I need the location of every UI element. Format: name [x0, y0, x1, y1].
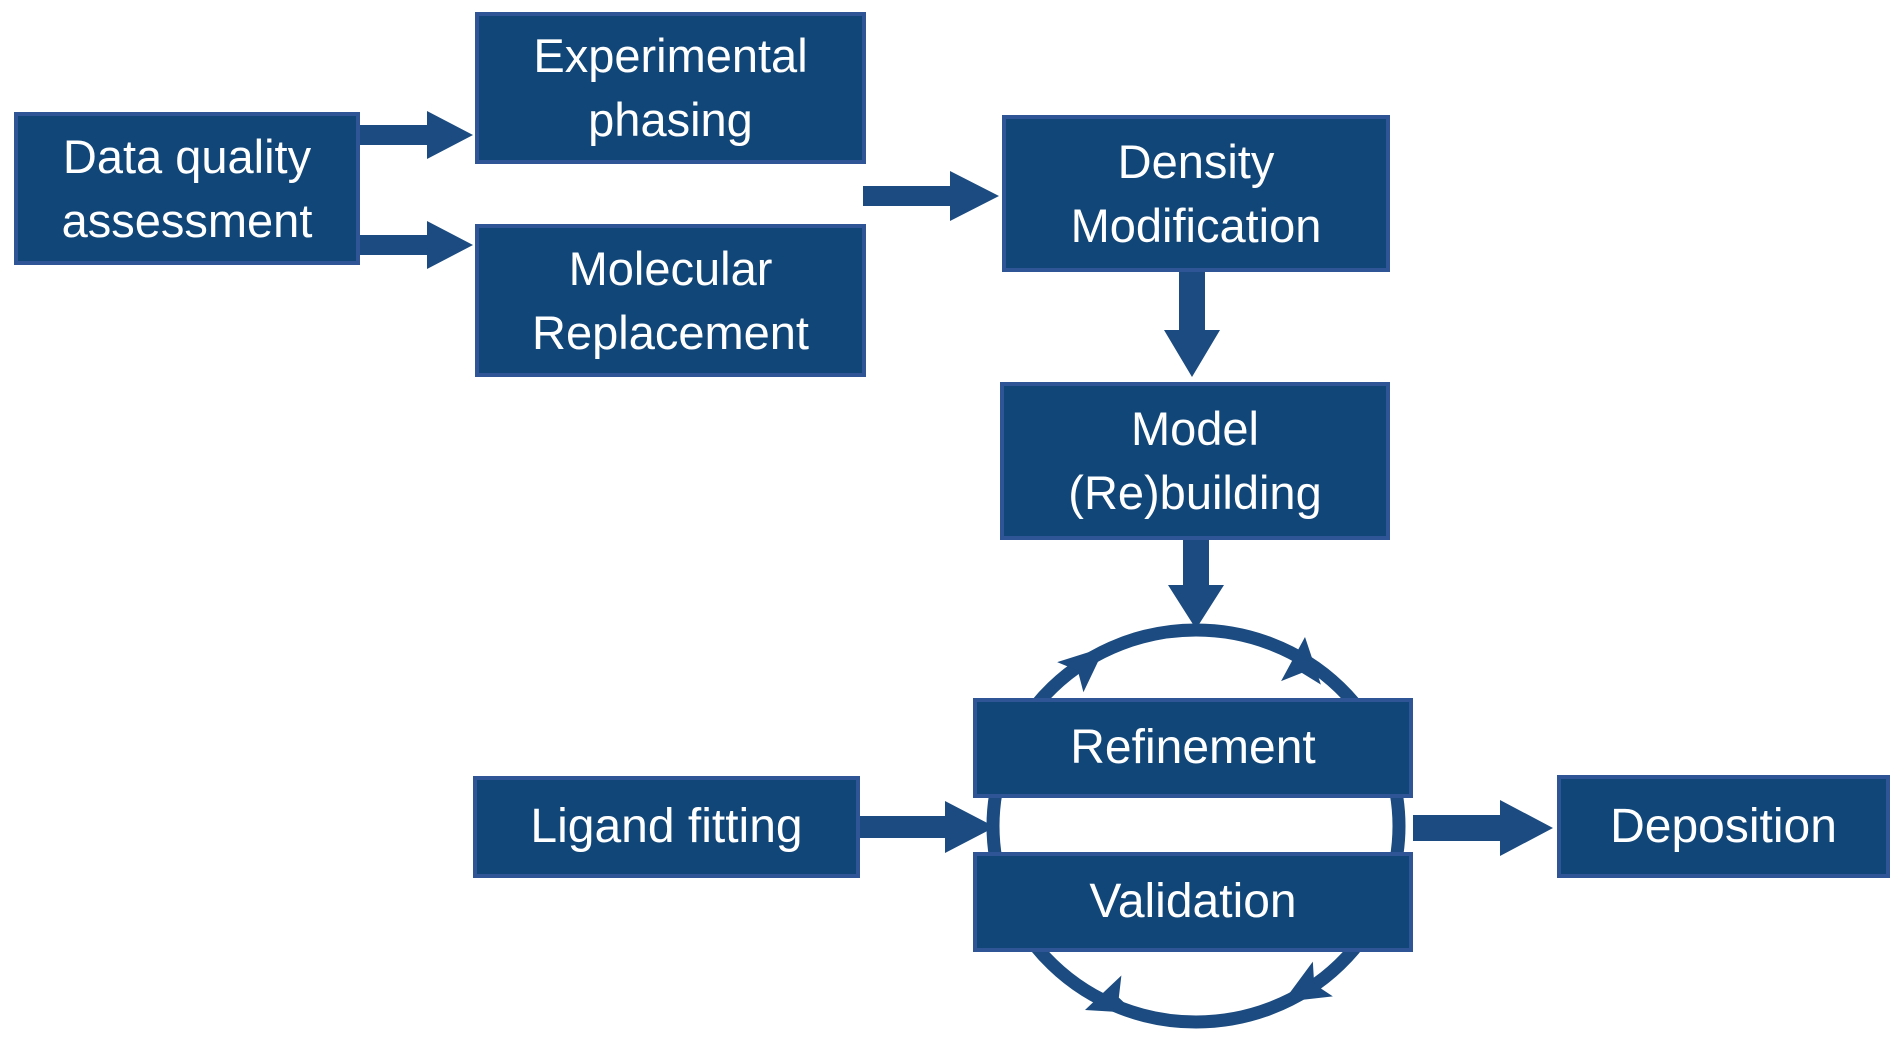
arrow-dataquality-to-experimental-icon [360, 111, 473, 159]
node-density-modification: Density Modification [1002, 115, 1390, 272]
node-model-rebuilding: Model (Re)building [1000, 382, 1390, 540]
arrow-dataquality-to-molecular-icon [360, 221, 473, 269]
node-label: Validation [1089, 875, 1297, 929]
node-ligand-fitting: Ligand fitting [473, 776, 860, 878]
arrow-cycle-to-deposition-icon [1413, 800, 1553, 856]
node-label: (Re)building [1068, 466, 1322, 519]
node-label: phasing [588, 93, 753, 146]
node-deposition: Deposition [1557, 775, 1890, 878]
node-label: Data quality [62, 129, 312, 183]
node-data-quality-assessment: Data quality assessment [14, 112, 360, 265]
node-validation: Validation [973, 852, 1413, 952]
node-label: Experimental [533, 29, 808, 83]
node-label: Replacement [532, 305, 809, 359]
cycle-arrowhead-top-right-icon [1281, 637, 1321, 685]
node-label: Refinement [1070, 721, 1316, 775]
node-label: Modification [1070, 198, 1322, 252]
cycle-arrowhead-bottom-right-icon [1283, 961, 1333, 1002]
arrow-density-to-model-icon [1164, 272, 1220, 377]
node-label: assessment [61, 193, 313, 247]
node-label: Model [1130, 402, 1259, 456]
arrow-ligand-to-cycle-icon [860, 801, 995, 853]
node-label: Density [1117, 134, 1275, 188]
cycle-circle-icon [986, 623, 1406, 1029]
node-label: Ligand fitting [530, 800, 803, 854]
node-label: Deposition [1610, 799, 1837, 853]
cycle-arrowhead-bottom-left-icon [1085, 975, 1136, 1014]
node-molecular-replacement: Molecular Replacement [475, 224, 866, 377]
arrow-phasing-to-density-icon [863, 171, 999, 221]
node-label: Molecular [568, 241, 773, 295]
cycle-arrowhead-top-left-icon [1057, 647, 1105, 693]
node-experimental-phasing: Experimental phasing [475, 12, 866, 164]
node-refinement: Refinement [973, 698, 1413, 798]
arrow-model-to-cycle-icon [1168, 540, 1224, 629]
